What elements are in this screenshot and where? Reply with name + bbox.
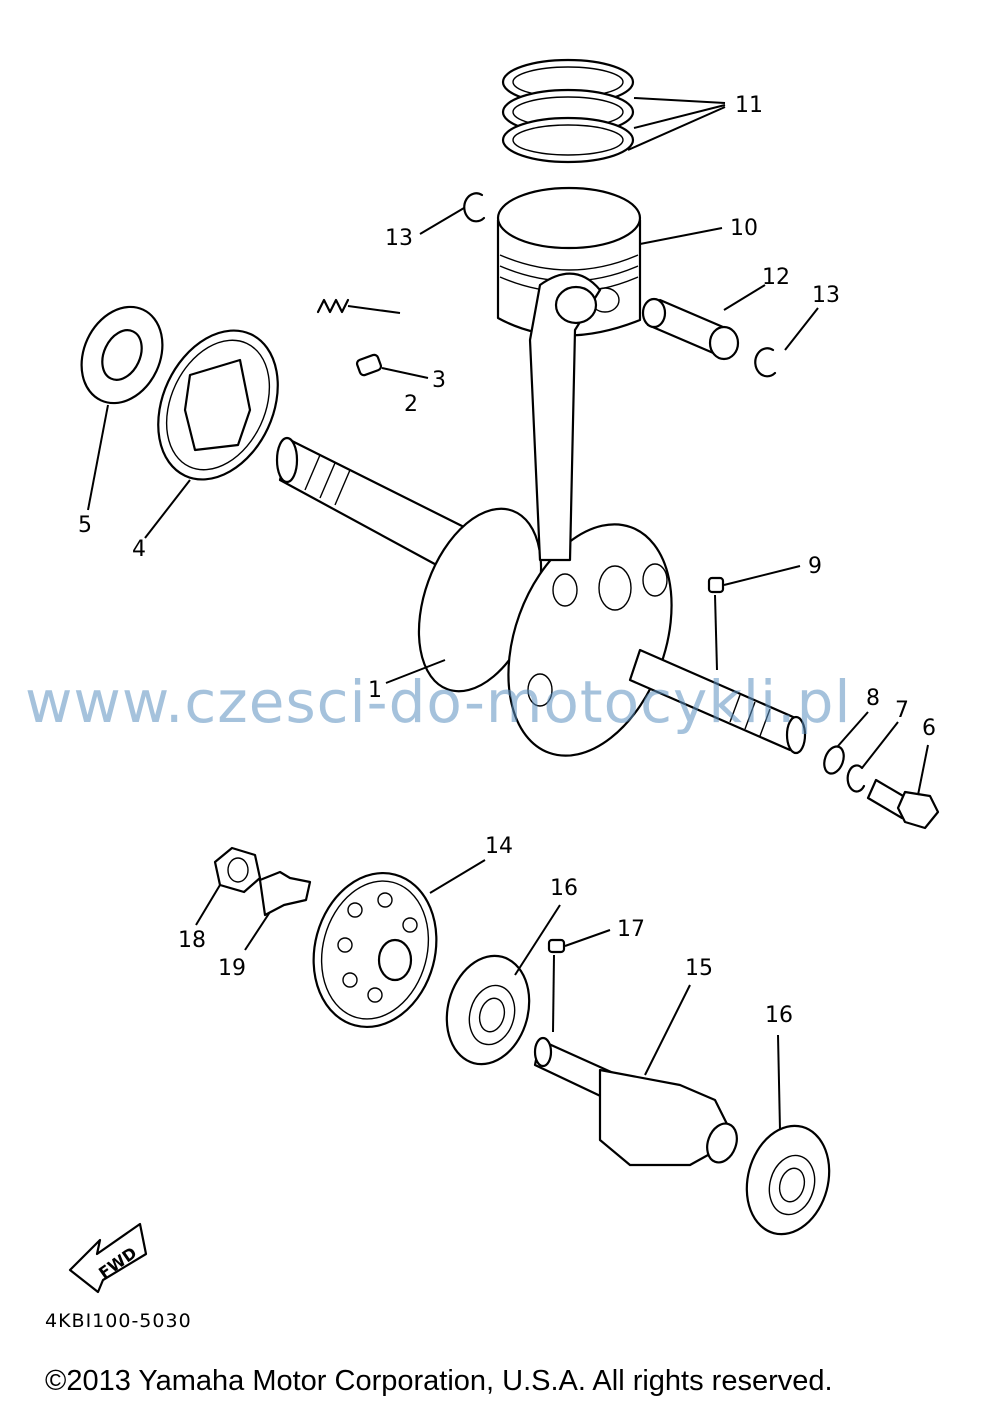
nut bbox=[213, 846, 262, 894]
callout-7: 7 bbox=[895, 698, 909, 723]
callout-18: 18 bbox=[178, 928, 206, 953]
callout-9: 9 bbox=[808, 554, 822, 579]
callout-13-right: 13 bbox=[812, 283, 840, 308]
callout-11: 11 bbox=[735, 93, 763, 118]
spring bbox=[316, 298, 350, 314]
lock-washer bbox=[846, 764, 866, 793]
callout-16-left: 16 bbox=[550, 876, 578, 901]
piston-rings bbox=[501, 58, 635, 164]
ratchet-gear bbox=[157, 329, 279, 481]
dowel-pin bbox=[355, 353, 383, 377]
callout-14: 14 bbox=[485, 834, 513, 859]
callout-4: 4 bbox=[132, 537, 146, 562]
callout-1: 1 bbox=[368, 678, 382, 703]
circlip-top bbox=[463, 192, 486, 223]
bearing-left bbox=[445, 954, 531, 1066]
callout-10: 10 bbox=[730, 216, 758, 241]
callout-16-right: 16 bbox=[765, 1003, 793, 1028]
watermark: www.czesci-do-motocykli.pl bbox=[25, 668, 852, 736]
callout-8: 8 bbox=[866, 686, 880, 711]
woodruff-key bbox=[707, 576, 725, 594]
callout-19: 19 bbox=[218, 956, 246, 981]
copyright: ©2013 Yamaha Motor Corporation, U.S.A. A… bbox=[45, 1365, 833, 1397]
callout-15: 15 bbox=[685, 956, 713, 981]
piston-pin bbox=[641, 297, 740, 361]
bearing-right bbox=[745, 1124, 831, 1236]
plain-washer bbox=[823, 745, 845, 775]
callout-13-left: 13 bbox=[385, 226, 413, 251]
balancer-key bbox=[547, 938, 566, 954]
callout-6: 6 bbox=[922, 716, 936, 741]
balancer-shaft bbox=[533, 1036, 738, 1167]
callout-17: 17 bbox=[617, 917, 645, 942]
circlip-right bbox=[754, 347, 777, 378]
diagram-code: 4KBI100-5030 bbox=[45, 1310, 192, 1332]
crankshaft bbox=[275, 272, 807, 757]
lock-washer-tab bbox=[258, 870, 312, 917]
callout-5: 5 bbox=[78, 513, 92, 538]
bolt bbox=[866, 778, 940, 830]
balancer-drive-gear bbox=[312, 871, 438, 1029]
fwd-arrow-icon bbox=[68, 1222, 148, 1294]
callout-3: 3 bbox=[432, 368, 446, 393]
callout-2: 2 bbox=[404, 392, 418, 417]
washer bbox=[80, 305, 164, 405]
callout-12: 12 bbox=[762, 265, 790, 290]
